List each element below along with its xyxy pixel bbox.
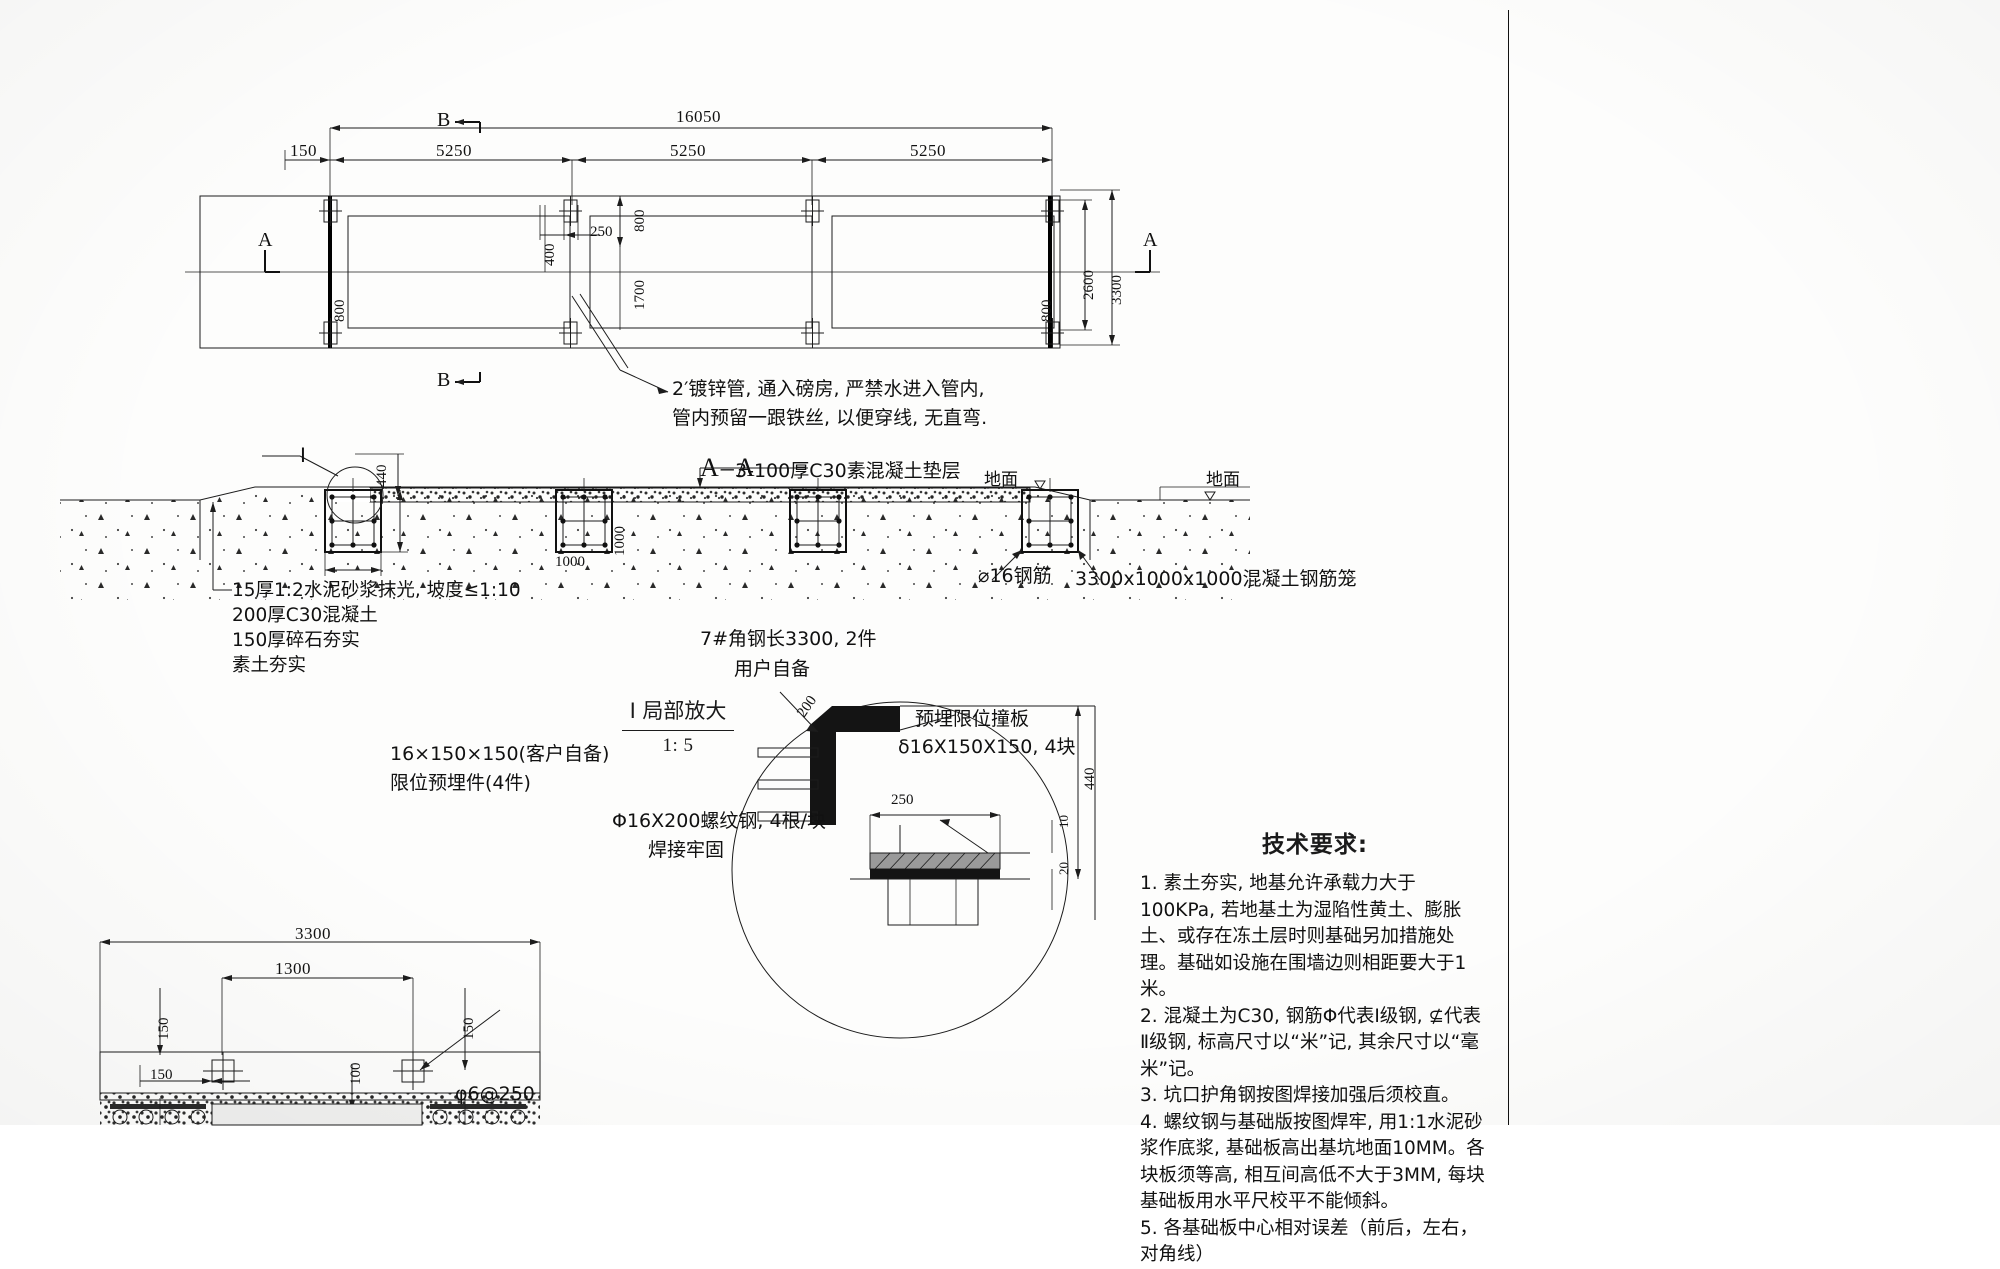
pipe-note-line2: 管内预留一跟铁丝, 以便穿线, 无直弯.: [672, 407, 988, 429]
plan-dim-150: 150: [290, 141, 317, 160]
section-aa-dim-440: 440: [374, 464, 390, 488]
detail-thread-bar-l1: Φ16X200螺纹钢, 4根/块: [612, 810, 826, 832]
section-bb-stirrup-note: φ6@250: [455, 1083, 535, 1105]
section-bb-dim-100: 100: [348, 1062, 364, 1086]
section-aa-cushion-note: 3-100厚C30素混凝土垫层: [735, 460, 961, 482]
plan-view: [185, 119, 1160, 394]
technical-requirements-block: 技术要求: 1. 素土夯实, 地基允许承载力大于100KPa, 若地基土为湿陷性…: [1140, 825, 1490, 1269]
section-bb-embed-note-l2: 限位预埋件(4件): [390, 772, 531, 794]
tech-req-title: 技术要求:: [1261, 832, 1369, 858]
layer-note-2: 150厚碎石夯实: [232, 630, 360, 651]
section-aa-dim-1000-w: 1000: [555, 554, 585, 570]
plan-section-mark-a-left: A: [258, 229, 273, 251]
section-bb-dim-150-h: 150: [150, 1067, 173, 1083]
tech-req-item-0: 1. 素土夯实, 地基允许承载力大于100KPa, 若地基土为湿陷性黄土、膨胀土…: [1140, 873, 1467, 1000]
plan-dim-bay2: 5250: [670, 141, 706, 160]
section-bb-view: [99, 939, 541, 1126]
layer-note-0: 15厚1:2水泥砂浆抹光, 坡度≤1:10: [232, 580, 521, 601]
plan-dim-bay3: 5250: [910, 141, 946, 160]
plan-dim-800-right: 800: [1039, 299, 1055, 323]
detail-thread-bar-l2: 焊接牢固: [648, 839, 725, 861]
detail-scale: 1: 5: [662, 735, 694, 756]
detail-embed-plate-l2: δ16X150X150, 4块: [898, 736, 1076, 758]
plan-dim-800-top: 800: [632, 209, 648, 233]
section-bb-dim-150-left: 150: [156, 1017, 172, 1041]
detail-dim-250: 250: [891, 792, 914, 808]
plan-dim-1700: 1700: [632, 280, 648, 310]
section-bb-dim-3300: 3300: [295, 924, 331, 943]
tech-req-item-1: 2. 混凝土为C30, 钢筋Φ代表Ⅰ级钢, ⊈代表Ⅱ级钢, 标高尺寸以“米”记,…: [1140, 1005, 1482, 1080]
section-bb-dim-1300: 1300: [275, 959, 311, 978]
section-aa-rebar-note: ⌀16钢筋: [978, 565, 1052, 587]
section-aa-dim-1000-h: 1000: [612, 526, 628, 556]
detail-dim-440: 440: [1082, 767, 1098, 791]
detail-dim-10: 10: [1056, 815, 1071, 828]
section-aa-ground-left-label: 地面: [984, 470, 1018, 490]
plan-dim-3300: 3300: [1109, 275, 1125, 305]
section-aa-view: [60, 453, 1250, 600]
tech-req-item-2: 3. 坑口护角钢按图焊接加强后须校直。: [1140, 1085, 1460, 1106]
plan-section-mark-b-bottom: B: [437, 369, 451, 391]
plan-dim-bay1: 5250: [436, 141, 472, 160]
detail-title-block: Ⅰ 局部放大 1: 5: [618, 695, 738, 757]
tech-req-item-4: 5. 各基础板中心相对误差（前后，左右，对角线）: [1140, 1217, 1479, 1266]
detail-title-underline: [622, 730, 734, 731]
pipe-note-line1: 2′镀锌管, 通入磅房, 严禁水进入管内,: [672, 378, 985, 400]
plan-dim-800-left: 800: [332, 299, 348, 323]
section-bb-embed-note-l1: 16×150×150(客户自备): [390, 743, 610, 765]
layer-note-3: 素土夯实: [232, 655, 307, 676]
section-aa-ground-right-label: 地面: [1206, 470, 1240, 490]
detail-dim-20: 20: [1056, 862, 1071, 875]
detail-I-view: [731, 691, 1096, 1039]
plan-dim-250: 250: [590, 224, 613, 240]
section-aa-cage-note: 3300x1000x1000混凝土钢筋笼: [1075, 568, 1357, 590]
section-bb-dim-150-right: 150: [461, 1017, 477, 1041]
detail-angle-steel-note-l2: 用户自备: [734, 658, 811, 680]
plan-section-mark-a-right: A: [1143, 229, 1158, 251]
section-aa-detail-mark: Ⅰ: [300, 445, 306, 467]
plan-dim-2600: 2600: [1081, 270, 1097, 300]
tech-req-item-3: 4. 螺纹钢与基础版按图焊牢, 用1:1水泥砂浆作底浆, 基础板高出基坑地面10…: [1140, 1111, 1485, 1213]
sheet-right-border: [1508, 10, 1509, 1125]
detail-angle-steel-note-l1: 7#角钢长3300, 2件: [700, 628, 877, 650]
layer-note-1: 200厚C30混凝土: [232, 605, 378, 626]
plan-dim-16050: 16050: [676, 107, 721, 126]
plan-dim-400: 400: [542, 243, 558, 267]
plan-section-mark-b-top: B: [437, 109, 451, 131]
detail-embed-plate-l1: 预埋限位撞板: [915, 708, 1030, 730]
detail-title: Ⅰ 局部放大: [629, 699, 727, 723]
section-aa-layer-notes: 15厚1:2水泥砂浆抹光, 坡度≤1:10 200厚C30混凝土 150厚碎石夯…: [232, 578, 521, 678]
